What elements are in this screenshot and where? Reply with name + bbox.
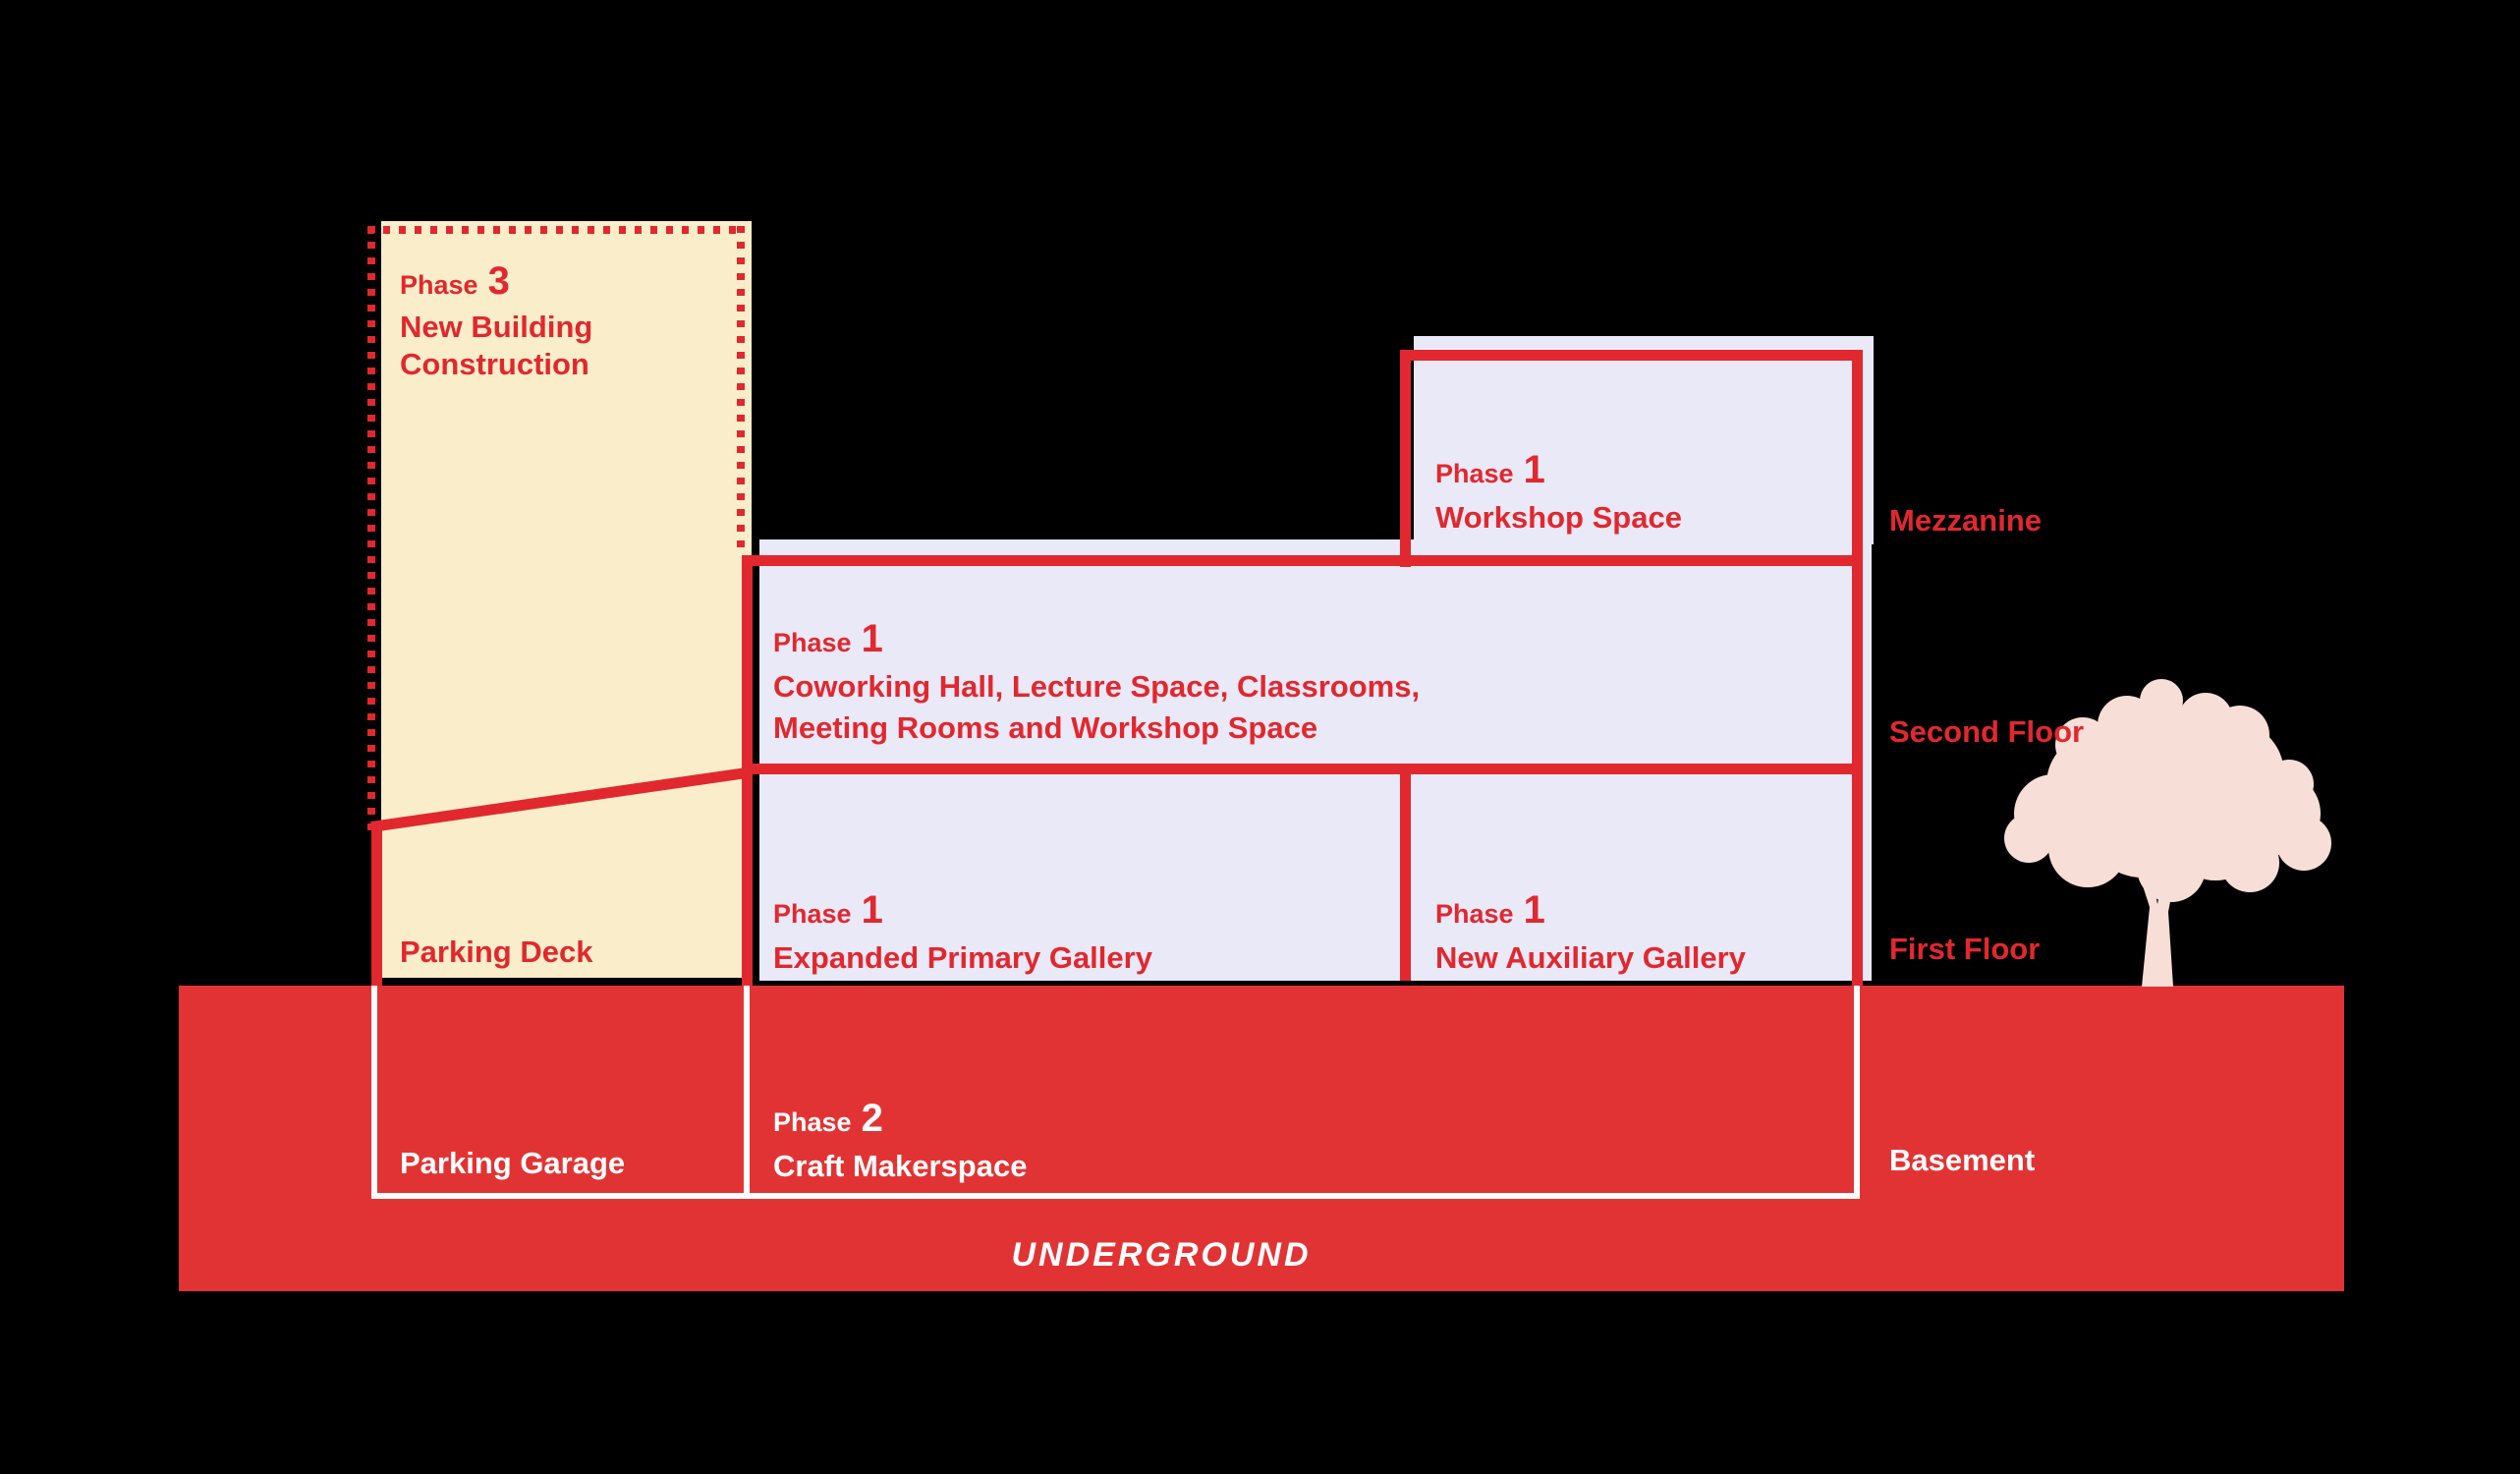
craft-makerspace-title: Craft Makerspace xyxy=(773,1149,1028,1183)
workshop-box-left-line xyxy=(1400,350,1411,567)
primary-gallery-label: Phase 1 Expanded Primary Gallery xyxy=(773,890,1152,979)
primary-gallery-phase-word: Phase xyxy=(773,899,852,929)
workshop-label: Phase 1 Workshop Space xyxy=(1435,450,1682,539)
craft-makerspace-phase-word: Phase xyxy=(773,1107,852,1137)
mezzanine-workshop-fill xyxy=(1414,336,1874,544)
coworking-phase-line: Phase 1 xyxy=(773,619,1420,658)
phase3-label: Phase 3 New Building Construction xyxy=(400,261,592,383)
phase3-phase-number: 3 xyxy=(487,259,510,303)
coworking-phase-number: 1 xyxy=(861,617,883,660)
coworking-title-line2: Meeting Rooms and Workshop Space xyxy=(773,710,1318,745)
primary-gallery-phase-line: Phase 1 xyxy=(773,890,1152,930)
underground-caption: UNDERGROUND xyxy=(1011,1236,1312,1274)
phase3-dotted-border-left xyxy=(367,226,375,831)
floor-label-second-floor: Second Floor xyxy=(1889,714,2085,749)
gallery-divider-line xyxy=(1400,768,1411,981)
auxiliary-gallery-phase-line: Phase 1 xyxy=(1435,890,1746,930)
basement-boxes-bottom-line xyxy=(371,1193,1860,1199)
garage-makerspace-divider-line xyxy=(744,986,750,1199)
building-right-edge-line xyxy=(1852,350,1863,986)
parking-garage-title: Parking Garage xyxy=(400,1146,626,1180)
coworking-phase-word: Phase xyxy=(773,628,852,657)
parking-deck-left-edge-line xyxy=(371,826,382,986)
phase3-title-line2: Construction xyxy=(400,347,589,381)
coworking-title-line1: Coworking Hall, Lecture Space, Classroom… xyxy=(773,669,1421,704)
floor-label-first-floor: First Floor xyxy=(1889,932,2041,966)
workshop-phase-number: 1 xyxy=(1523,448,1545,491)
makerspace-box-right-line xyxy=(1854,986,1860,1199)
auxiliary-gallery-title: New Auxiliary Gallery xyxy=(1435,940,1746,975)
phase3-dotted-border-top xyxy=(367,226,745,234)
craft-makerspace-phase-line: Phase 2 xyxy=(773,1099,1027,1138)
second-floor-top-line xyxy=(742,555,1863,566)
craft-makerspace-phase-number: 2 xyxy=(861,1097,883,1140)
main-floors-fill xyxy=(759,539,1872,981)
auxiliary-gallery-label: Phase 1 New Auxiliary Gallery xyxy=(1435,890,1746,979)
phase3-phase-line: Phase 3 xyxy=(400,261,592,301)
primary-gallery-title: Expanded Primary Gallery xyxy=(773,940,1152,975)
floor-label-mezzanine: Mezzanine xyxy=(1889,503,2043,538)
phase3-title-line1: New Building xyxy=(400,310,593,344)
phase3-dotted-border-right xyxy=(737,226,745,552)
workshop-box-top-line xyxy=(1400,350,1863,361)
primary-gallery-phase-number: 1 xyxy=(861,888,883,932)
workshop-phase-word: Phase xyxy=(1435,459,1514,488)
auxiliary-gallery-phase-number: 1 xyxy=(1523,888,1545,932)
coworking-label: Phase 1 Coworking Hall, Lecture Space, C… xyxy=(773,619,1420,749)
craft-makerspace-label: Phase 2 Craft Makerspace xyxy=(773,1099,1027,1187)
parking-garage-box-left-line xyxy=(371,986,377,1199)
workshop-phase-line: Phase 1 xyxy=(1435,450,1682,489)
underground-band xyxy=(179,986,2344,1291)
parking-deck-label: Parking Deck xyxy=(400,932,592,973)
first-second-floor-divider-line xyxy=(742,764,1863,774)
auxiliary-gallery-phase-word: Phase xyxy=(1435,899,1514,929)
phase3-phase-word: Phase xyxy=(400,270,478,300)
workshop-title: Workshop Space xyxy=(1435,500,1682,535)
parking-deck-title: Parking Deck xyxy=(400,935,593,969)
parking-garage-label: Parking Garage xyxy=(400,1143,625,1184)
floor-label-basement: Basement xyxy=(1889,1143,2036,1177)
tree-illustration xyxy=(2004,679,2331,987)
phase3-building-fill xyxy=(381,221,752,978)
